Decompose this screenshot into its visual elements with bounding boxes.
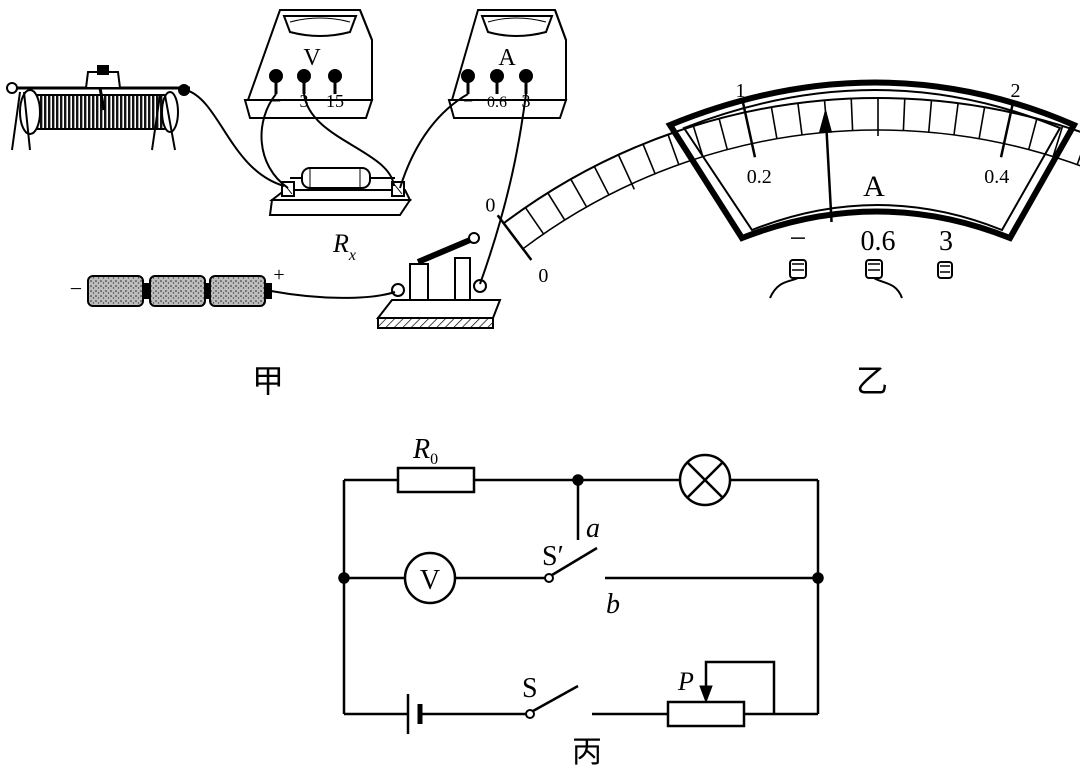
scale-label-top: 1 xyxy=(735,80,745,102)
ammeter-terminal-0.6: 0.6 xyxy=(487,94,507,111)
meter-labels: 0 1 2 3 0 0.2 0.4 0.6 xyxy=(485,80,1021,287)
scale-label-top: 0 xyxy=(485,195,495,217)
meter-terminal-neg: − xyxy=(790,222,807,255)
scale-label-bottom: 0.4 xyxy=(984,166,1009,188)
battery-pos-label: + xyxy=(273,264,284,286)
voltmeter-terminal-neg: − xyxy=(271,91,281,111)
contact-b-label: b xyxy=(606,589,620,620)
wires xyxy=(185,89,527,299)
voltmeter-symbol: V xyxy=(303,45,321,71)
battery-pack xyxy=(87,275,272,307)
scale-tick xyxy=(718,118,729,150)
figure-jia: V − 3 15 A − 0.6 3 xyxy=(6,9,568,399)
scale-tick xyxy=(797,103,803,136)
caption-jia: 甲 xyxy=(252,363,284,399)
scale-label-bottom: 0 xyxy=(538,265,548,287)
scale-tick xyxy=(570,178,588,208)
scale-tick xyxy=(496,214,533,261)
meter-needle xyxy=(818,108,833,223)
ammeter-terminal-neg: − xyxy=(463,91,473,111)
scale-tick xyxy=(927,100,933,133)
slider-arrow xyxy=(699,685,713,704)
meter-terminal-0.6: 0.6 xyxy=(861,226,896,257)
scale-tick xyxy=(1052,125,1064,157)
slider-p-label: P xyxy=(677,667,694,696)
voltmeter-terminal-3: 3 xyxy=(300,91,309,111)
scale-tick xyxy=(642,143,656,175)
scale-tick xyxy=(593,166,610,196)
switch-s-label: S xyxy=(522,673,538,704)
caption-yi: 乙 xyxy=(856,363,888,399)
r0-resistor xyxy=(396,466,476,494)
scale-tick xyxy=(978,107,986,139)
ammeter-device xyxy=(447,9,568,119)
scale-arc-inner xyxy=(522,129,1080,250)
switch-s-blade xyxy=(532,684,579,713)
switch-s-prime-blade xyxy=(551,546,598,577)
voltmeter-symbol-text: V xyxy=(420,565,440,596)
scale-label-top: 2 xyxy=(1011,80,1021,102)
scale-tick xyxy=(667,134,680,165)
battery-neg-label: − xyxy=(70,276,82,301)
rheostat xyxy=(6,65,190,151)
slide-rheostat xyxy=(666,700,746,728)
figure-bing-labels: R0 V S′ a b S P 丙 xyxy=(412,434,694,769)
scale-arc-outer xyxy=(503,97,1080,225)
meter-terminal-posts xyxy=(769,259,953,299)
ammeter-symbol: A xyxy=(498,45,516,71)
scale-tick xyxy=(1076,154,1080,165)
voltmeter-device xyxy=(243,9,374,119)
scale-tick xyxy=(547,192,566,221)
scale-tick xyxy=(902,98,906,131)
scale-label-bottom: 0.2 xyxy=(747,166,772,188)
caption-bing: 丙 xyxy=(572,736,602,769)
meter-terminal-3: 3 xyxy=(939,226,953,257)
meter-symbol: A xyxy=(863,170,885,203)
scale-tick xyxy=(770,107,778,139)
r0-label: R0 xyxy=(412,434,438,468)
scale-tick xyxy=(953,103,959,136)
scale-tick xyxy=(850,98,854,131)
contact-a-label: a xyxy=(586,513,600,544)
needle-head xyxy=(818,108,833,133)
rx-label: Rx xyxy=(332,229,356,264)
scale-tick xyxy=(524,207,545,235)
figure-bing xyxy=(338,453,824,734)
scale-tick xyxy=(1027,118,1038,150)
figure-yi: 0 1 2 3 0 0.2 0.4 0.6 A − 0.6 3 乙 xyxy=(485,79,1080,399)
resistor-rx xyxy=(268,167,412,216)
voltmeter-terminal-15: 15 xyxy=(326,91,344,111)
switch-s-prime-label: S′ xyxy=(542,541,564,572)
scale-tick xyxy=(692,125,704,157)
